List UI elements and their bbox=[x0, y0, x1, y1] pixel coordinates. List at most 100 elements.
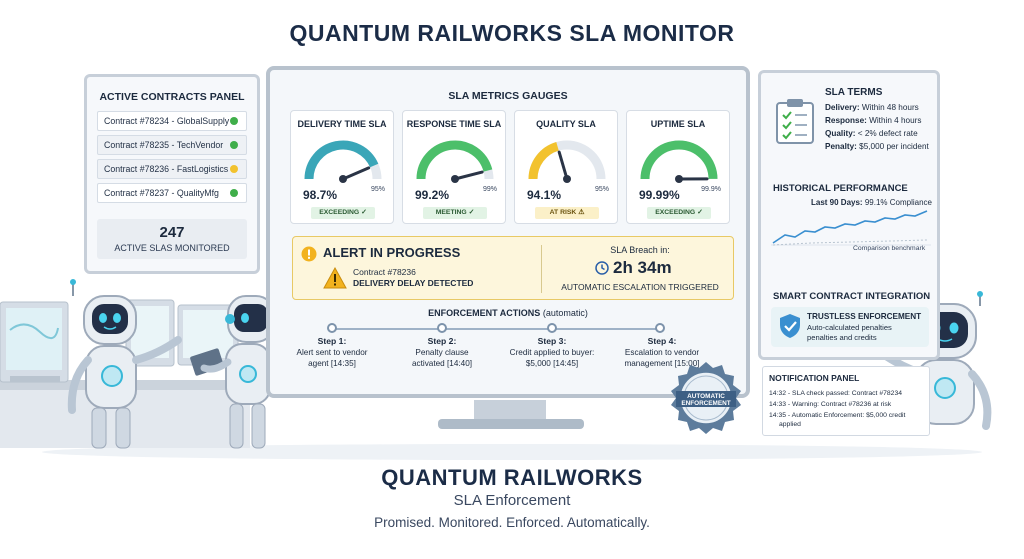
enforcement-step: Step 2: Penalty clause activated [14:40] bbox=[390, 336, 494, 369]
notification-item: 14:33 - Warning: Contract #78236 at risk bbox=[769, 401, 892, 408]
timeline-dot bbox=[437, 323, 447, 333]
brand-subtitle: SLA Enforcement bbox=[453, 492, 571, 509]
term-label: Response: bbox=[825, 116, 867, 125]
contract-label: Contract #78237 - QualityMfg bbox=[104, 188, 219, 198]
sla-terms-panel: SLA TERMS Delivery: Within 48 hours Resp… bbox=[758, 70, 940, 360]
status-dot bbox=[230, 117, 238, 125]
main-monitor: SLA METRICS GAUGES DELIVERY TIME SLA 98.… bbox=[266, 66, 750, 398]
gauge-delivery: DELIVERY TIME SLA 98.7% 95% EXCEEDING ✓ bbox=[290, 110, 394, 224]
term-text: Within 48 hours bbox=[861, 103, 919, 112]
contract-row[interactable]: Contract #78235 - TechVendor bbox=[97, 135, 247, 155]
contracts-panel-title: ACTIVE CONTRACTS PANEL bbox=[99, 91, 245, 103]
shield-check-icon bbox=[780, 314, 800, 338]
step-title: Step 4: bbox=[647, 336, 677, 346]
contract-row[interactable]: Contract #78236 - FastLogistics bbox=[97, 159, 247, 179]
active-sla-count: 247 bbox=[159, 224, 185, 241]
alert-detail: DELIVERY DELAY DETECTED bbox=[353, 278, 474, 288]
term-label: Quality: bbox=[825, 129, 856, 138]
clipboard-icon bbox=[776, 99, 814, 144]
contract-label: Contract #78236 - FastLogistics bbox=[104, 164, 229, 174]
trustless-box: TRUSTLESS ENFORCEMENT Auto-calculated pe… bbox=[771, 307, 929, 347]
gauge-needle bbox=[341, 166, 371, 181]
gauge-value: 99.2% bbox=[415, 188, 450, 202]
term-text: Within 4 hours bbox=[869, 116, 922, 125]
enforcement-title-rest: (automatic) bbox=[542, 308, 588, 318]
step-line: $5,000 [14:45] bbox=[525, 359, 579, 368]
step-line: Escalation to vendor bbox=[624, 348, 700, 357]
alert-contract: Contract #78236 bbox=[353, 267, 416, 277]
alert-heading: ALERT IN PROGRESS bbox=[323, 245, 461, 260]
gauge-dial bbox=[640, 140, 718, 183]
step-line: Credit applied to buyer: bbox=[509, 348, 595, 357]
gauge-title: UPTIME SLA bbox=[650, 119, 706, 129]
trustless-title: TRUSTLESS ENFORCEMENT bbox=[807, 312, 922, 321]
term-line: Quality: < 2% defect rate bbox=[825, 129, 918, 138]
gauge-arc bbox=[416, 140, 493, 180]
trustless-line: penalties and credits bbox=[807, 333, 877, 342]
enforcement-title-bold: ENFORCEMENT ACTIONS bbox=[428, 308, 541, 318]
status-dot bbox=[230, 165, 238, 173]
gauge-title: QUALITY SLA bbox=[536, 119, 596, 129]
status-dot bbox=[230, 141, 238, 149]
contract-row[interactable]: Contract #78237 - QualityMfg bbox=[97, 183, 247, 203]
enforcement-title: ENFORCEMENT ACTIONS (automatic) bbox=[270, 308, 746, 318]
notification-panel: NOTIFICATION PANEL 14:32 - SLA check pas… bbox=[762, 366, 930, 436]
enforcement-seal: AUTOMATIC ENFORCEMENT bbox=[671, 362, 741, 434]
trustless-line: Auto-calculated penalties bbox=[807, 323, 892, 332]
gauge-needle bbox=[453, 170, 484, 181]
gauge-arc bbox=[640, 140, 718, 180]
contract-label: Contract #78234 - GlobalSupply bbox=[104, 116, 230, 126]
enforcement-step: Step 4: Escalation to vendor management … bbox=[610, 336, 714, 369]
term-text: < 2% defect rate bbox=[857, 129, 918, 138]
gauge-uptime: UPTIME SLA 99.99% 99.9% EXCEEDING ✓ bbox=[626, 110, 730, 224]
term-label: Delivery: bbox=[825, 103, 860, 112]
step-line: Penalty clause bbox=[415, 348, 469, 357]
enforcement-step: Step 1: Alert sent to vendor agent [14:3… bbox=[280, 336, 384, 369]
gauge-title: DELIVERY TIME SLA bbox=[297, 119, 387, 129]
step-line: management [15:00] bbox=[624, 359, 700, 368]
escalation-note: AUTOMATIC ESCALATION TRIGGERED bbox=[561, 282, 719, 292]
gauge-target: 95% bbox=[594, 186, 609, 193]
term-line: Delivery: Within 48 hours bbox=[825, 103, 919, 112]
gauge-value: 99.99% bbox=[639, 188, 680, 202]
step-line: activated [14:40] bbox=[411, 359, 473, 368]
gauge-value: 94.1% bbox=[527, 188, 562, 202]
term-text: $5,000 per incident bbox=[859, 142, 929, 151]
historical-subtitle: Last 90 Days: 99.1% Compliance bbox=[811, 198, 932, 207]
contract-row[interactable]: Contract #78234 - GlobalSupply bbox=[97, 111, 247, 131]
robot-tablet bbox=[190, 295, 275, 449]
gauge-response: RESPONSE TIME SLA 99.2% 99% MEETING ✓ bbox=[402, 110, 506, 224]
smart-contract-title: SMART CONTRACT INTEGRATION bbox=[773, 291, 931, 302]
gauge-dial bbox=[416, 140, 494, 183]
notification-item: 14:35 - Automatic Enforcement: $5,000 cr… bbox=[769, 412, 906, 419]
historical-period: Last 90 Days: bbox=[811, 198, 863, 207]
notification-item: applied bbox=[779, 421, 801, 428]
timeline-line bbox=[332, 328, 662, 330]
breach-label: SLA Breach in: bbox=[610, 245, 670, 255]
brand-tagline: Promised. Monitored. Enforced. Automatic… bbox=[374, 515, 650, 530]
historical-sparkline bbox=[771, 210, 931, 246]
term-line: Penalty: $5,000 per incident bbox=[825, 142, 929, 151]
gauge-target: 99% bbox=[482, 186, 497, 193]
status-badge: MEETING ✓ bbox=[423, 207, 487, 219]
enforcement-step: Step 3: Credit applied to buyer: $5,000 … bbox=[500, 336, 604, 369]
gauges-title: SLA METRICS GAUGES bbox=[448, 90, 568, 102]
monitor-stand bbox=[474, 400, 546, 420]
active-slas-box: 247 ACTIVE SLAS MONITORED bbox=[97, 219, 247, 259]
active-sla-label: ACTIVE SLAS MONITORED bbox=[114, 243, 230, 253]
status-badge: EXCEEDING ✓ bbox=[647, 207, 711, 219]
gauge-quality: QUALITY SLA 94.1% 95% AT RISK ⚠ bbox=[514, 110, 618, 224]
contracts-panel: ACTIVE CONTRACTS PANEL Contract #78234 -… bbox=[84, 74, 260, 274]
gauge-title: RESPONSE TIME SLA bbox=[406, 119, 502, 129]
warning-triangle-icon bbox=[323, 267, 347, 289]
step-line: Alert sent to vendor bbox=[296, 348, 368, 357]
gauge-arc bbox=[528, 142, 560, 180]
historical-compliance: 99.1% Compliance bbox=[864, 198, 932, 207]
alert-box[interactable]: ALERT IN PROGRESS Contract #78236 DELIVE… bbox=[292, 236, 734, 300]
timeline-dot bbox=[655, 323, 665, 333]
page-title: QUANTUM RAILWORKS SLA MONITOR bbox=[289, 20, 735, 46]
term-line: Response: Within 4 hours bbox=[825, 116, 921, 125]
step-line: agent [14:35] bbox=[308, 359, 356, 368]
notification-item: 14:32 - SLA check passed: Contract #7823… bbox=[769, 390, 903, 397]
